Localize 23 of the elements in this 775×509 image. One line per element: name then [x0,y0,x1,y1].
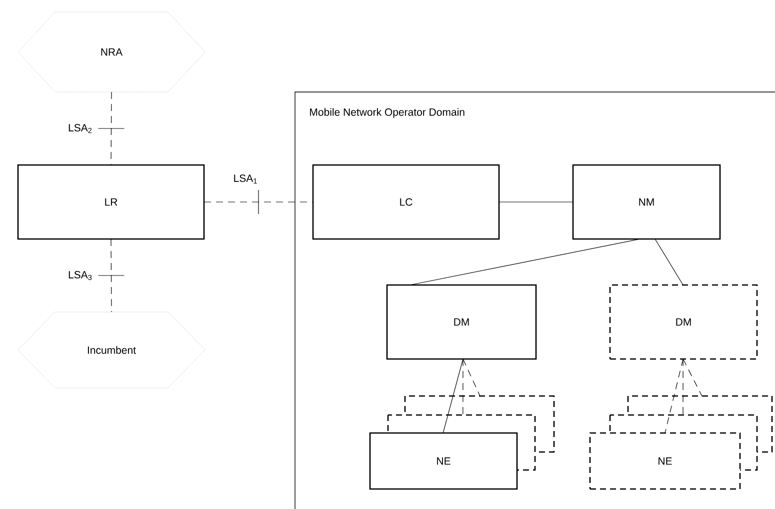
node-label: NE [437,457,450,465]
process-box: DM [386,284,537,360]
edge-label: LSA$_{3}$ [68,271,92,280]
connector-line [110,92,112,166]
process-box: LC [312,164,500,240]
edge-label: LSA$_{2}$ [68,124,92,133]
connector-line [654,238,684,286]
process-box: NM [572,164,721,240]
edge-label: LSA$_{1}$ [234,174,257,184]
connector-line [410,238,640,286]
connector-line [664,358,684,434]
connector-line [462,358,464,416]
connector-line [110,238,112,312]
stacked-boxes: NE [589,395,773,490]
connector-line [682,358,702,396]
process-box: LR [17,164,205,240]
stacked-boxes: NE [369,395,555,490]
hexagon-node: NRA [18,12,206,92]
connector-line [682,358,684,416]
hexagon-node: Incumbent [18,312,206,388]
connector-line [462,358,480,396]
connector-line [442,358,464,434]
process-box: DM [609,284,758,360]
